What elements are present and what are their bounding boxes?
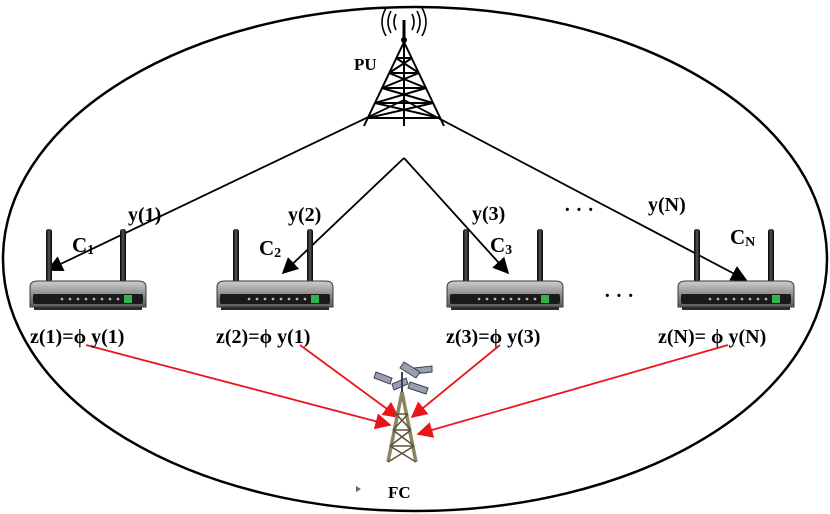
fc-label: FC [388, 483, 411, 502]
node-label-n: CN [730, 225, 755, 250]
signal-arrow-3 [403, 157, 510, 275]
node-label-2: C2 [259, 236, 281, 261]
signal-arrow-2 [281, 157, 405, 275]
equation-3: z(3)=ϕ y(3) [446, 326, 540, 348]
equation-n: z(N)= ϕ y(N) [658, 326, 766, 348]
equation-1: z(1)=ϕ y(1) [30, 326, 124, 348]
fusion-center-tower-icon [373, 361, 433, 463]
report-arrow-1 [85, 344, 392, 430]
signal-label-3: y(3) [472, 203, 505, 225]
node-label-3: C3 [490, 233, 512, 258]
report-arrows [85, 344, 729, 438]
router-icon [677, 229, 795, 310]
report-arrow-n [416, 344, 729, 438]
signal-label-1: y(1) [128, 204, 161, 226]
router-icon [29, 229, 147, 310]
signal-label-2: y(2) [288, 204, 321, 226]
router-icon [446, 229, 564, 310]
ellipsis-bottom: · · · [604, 285, 634, 307]
report-arrow-3 [410, 344, 501, 419]
signal-arrow-n [403, 99, 748, 281]
report-arrow-2 [299, 344, 400, 418]
signal-arrow-1 [46, 99, 405, 272]
signal-label-n: y(N) [648, 194, 686, 216]
primary-user-tower-icon [363, 7, 445, 127]
sensing-region-ellipse [1, 5, 829, 513]
pu-label: PU [354, 55, 377, 74]
node-label-1: C1 [72, 233, 94, 258]
fc-marker-icon [356, 486, 361, 492]
router-icon [216, 229, 334, 310]
ellipsis-top: · · · [564, 199, 594, 221]
signal-arrows [46, 99, 748, 281]
equation-2: z(2)=ϕ y(1) [216, 326, 310, 348]
